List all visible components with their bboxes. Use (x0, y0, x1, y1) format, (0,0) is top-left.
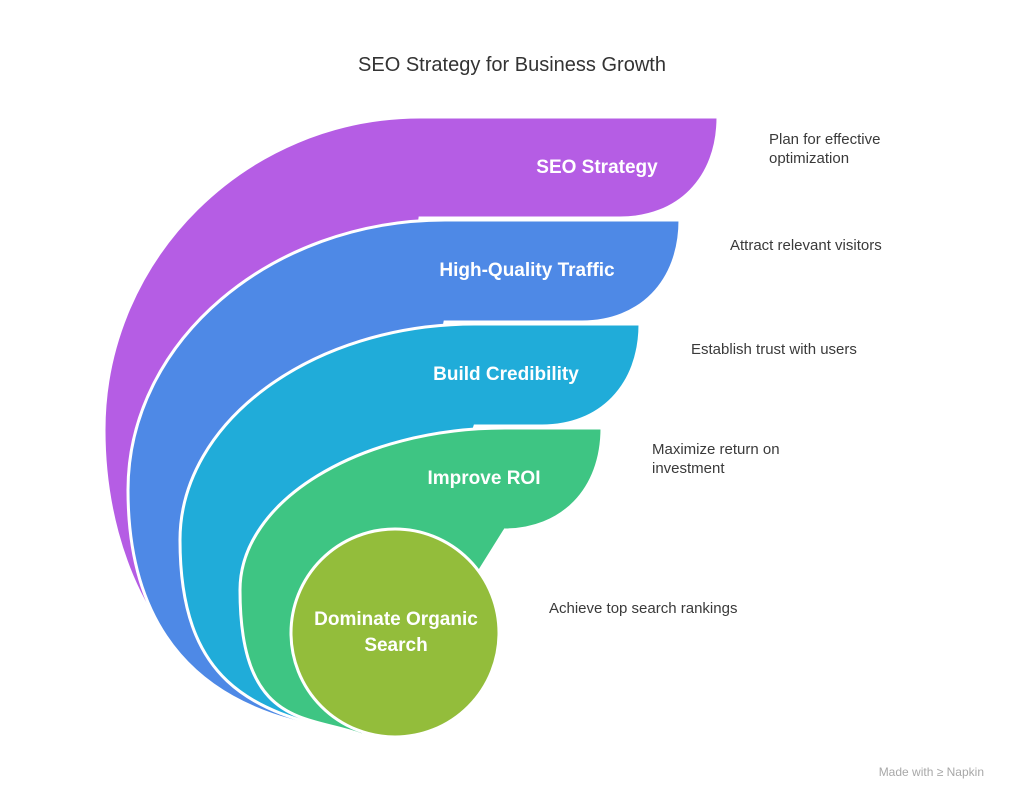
description-improve-roi: Maximize return on investment (652, 441, 780, 477)
layer-label-seo-strategy: SEO Strategy (536, 157, 658, 178)
diagram-title: SEO Strategy for Business Growth (358, 54, 666, 76)
layer-label-dominate-organic-search: Dominate Organic Search (314, 609, 478, 656)
layer-shape-dominate-organic-search (289, 527, 501, 739)
layer-label-high-quality-traffic: High-Quality Traffic (439, 260, 615, 281)
layer-label-improve-roi: Improve ROI (427, 468, 541, 489)
description-seo-strategy: Plan for effective optimization (769, 131, 881, 167)
description-high-quality-traffic: Attract relevant visitors (730, 237, 882, 254)
description-build-credibility: Establish trust with users (691, 341, 857, 358)
description-dominate-organic-search: Achieve top search rankings (549, 600, 738, 617)
napkin-watermark: Made with ≥ Napkin (878, 765, 984, 779)
layer-label-build-credibility: Build Credibility (433, 364, 579, 385)
